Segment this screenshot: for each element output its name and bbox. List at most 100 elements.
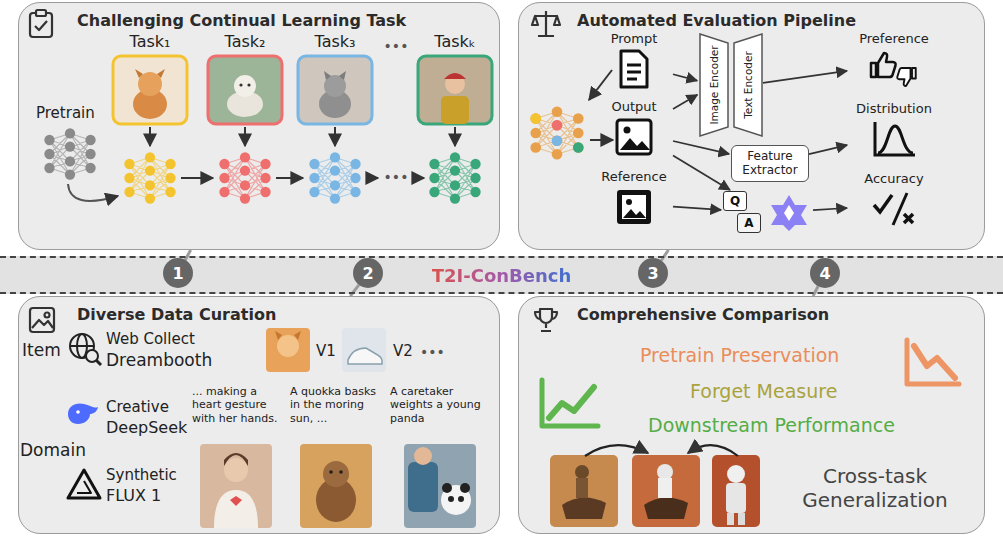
icon-label: Preference [859, 31, 929, 46]
benchmark-band: T2I-ConBench 1 2 3 4 [0, 256, 1003, 294]
panel-heading: Diverse Data Curation [77, 305, 276, 324]
text-label: Forget Measure [690, 380, 837, 403]
flow-arrow [763, 71, 847, 83]
label-holder: Domain [20, 440, 86, 461]
flow-arrow [673, 95, 697, 109]
flow-arrow [813, 208, 847, 210]
panel-heading: Automated Evaluation Pipeline [577, 11, 856, 30]
speech-bubble: A [737, 213, 761, 233]
label-holder: Forget Measure [690, 380, 837, 403]
text-label: A quokka basks in the moring sun, ... [290, 385, 384, 425]
flow-arrow [809, 145, 847, 154]
callout-digit: 4 [819, 264, 830, 283]
icon-label: Distribution [856, 101, 932, 116]
extractor-box: Feature Extractor [731, 145, 809, 182]
icon-graphic [871, 119, 917, 159]
icon-label: Reference [601, 169, 666, 184]
prompt-icon: Prompt [595, 31, 673, 97]
band-ground [0, 256, 1003, 294]
encoder-box: Image Encoder [699, 33, 729, 137]
panel-ground [18, 2, 500, 250]
label-holder: FLUX 1 [106, 486, 161, 506]
vqa-model-logo [769, 193, 809, 233]
vqa-badge: QA [723, 191, 813, 235]
callout-tail [813, 286, 818, 296]
text-label: Domain [20, 440, 86, 461]
text-label: Item [22, 340, 61, 361]
distribution-metric: Distribution [849, 101, 939, 167]
panel-heading: Challenging Continual Learning Task [77, 11, 406, 30]
icon-graphic [615, 117, 653, 157]
label-holder: DeepSeek [106, 418, 187, 438]
label-holder: Synthetic [106, 466, 177, 484]
evaluation-panel: Automated Evaluation PipelinePromptOutpu… [518, 2, 985, 250]
label-holder: Item [22, 340, 61, 361]
encoder-label: Text Encoder [742, 51, 754, 119]
callout-digit: 2 [362, 264, 373, 283]
text-label: V1 [316, 342, 336, 360]
callout-tail [185, 250, 191, 260]
label-holder: ••• [336, 169, 456, 186]
label-holder: ... making a heart gesture with her hand… [192, 385, 286, 425]
text-label: A caretaker weights a young panda [390, 385, 490, 425]
panel-ground [18, 296, 500, 534]
label-holder: Cross-task Generalization [780, 464, 970, 513]
panel-heading: Comprehensive Comparison [577, 305, 829, 324]
encoder-box: Text Encoder [733, 33, 763, 137]
label-holder: Downstream Performance [648, 414, 895, 437]
icon-label: Output [611, 99, 656, 114]
label-holder: V2 [393, 342, 413, 360]
text-label: Task₃ [275, 32, 395, 52]
label-holder: Pretrain [36, 104, 95, 122]
icon-graphic [615, 187, 653, 227]
text-label: Web Collect [106, 330, 195, 348]
icon-label: Accuracy [864, 171, 923, 186]
box-label: Feature Extractor [736, 149, 804, 178]
text-label: ••• [420, 344, 445, 361]
callout-number: 4 [810, 258, 840, 288]
icon-graphic [618, 49, 650, 89]
label-holder: Web Collect [106, 330, 195, 348]
text-label: Taskₖ [395, 32, 515, 52]
text-label: V2 [393, 342, 413, 360]
callout-number: 2 [353, 258, 383, 288]
label-holder: Dreambooth [106, 350, 212, 371]
panel-ground [518, 2, 985, 250]
callout-tail [350, 285, 359, 296]
label-holder: Pretrain Preservation [640, 344, 839, 367]
text-label: Dreambooth [106, 350, 212, 371]
label-holder: A quokka basks in the moring sun, ... [290, 385, 384, 425]
label-holder: V1 [316, 342, 336, 360]
text-label: Pretrain [36, 104, 95, 122]
label-holder: Task₂ [185, 32, 305, 52]
trapezoid [734, 34, 762, 136]
text-label: Cross-task Generalization [780, 464, 970, 513]
label-holder: Task₁ [90, 32, 210, 52]
panel-ground [518, 296, 985, 534]
text-label: Downstream Performance [648, 414, 895, 437]
flow-arrow [673, 141, 729, 154]
text-label: FLUX 1 [106, 486, 161, 506]
flow-arrow [673, 156, 730, 190]
trapezoid [700, 34, 728, 136]
label-holder: Taskₖ [395, 32, 515, 52]
text-label: ••• [336, 169, 456, 186]
benchmark-name: T2I-ConBench [432, 265, 572, 286]
text-label: Creative [106, 398, 169, 416]
icon-graphic [871, 189, 917, 229]
question-mark-label: Q [730, 194, 740, 208]
callout-digit: 1 [172, 264, 183, 283]
text-label: Pretrain Preservation [640, 344, 839, 367]
preference-metric: Preference [849, 31, 939, 97]
callout-number: 3 [638, 258, 668, 288]
text-label: Task₁ [90, 32, 210, 52]
label-holder: Task₃ [275, 32, 395, 52]
text-label: DeepSeek [106, 418, 187, 438]
answer-label: A [744, 216, 753, 230]
label-holder: ••• [420, 344, 445, 361]
text-label: Task₂ [185, 32, 305, 52]
callout-number: 1 [163, 258, 193, 288]
flow-arrow [673, 74, 697, 80]
accuracy-metric: Accuracy [849, 171, 939, 239]
flow-arrow [673, 207, 721, 210]
